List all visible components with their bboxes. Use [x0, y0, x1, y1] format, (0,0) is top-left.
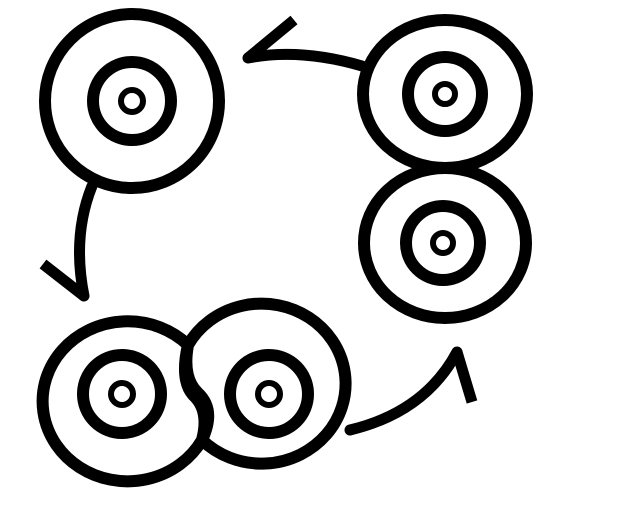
pinched-cells-icon: [36, 297, 352, 488]
cell-icon: [39, 8, 225, 194]
two-cells-icon: [357, 14, 533, 324]
dividing-cell-stage: [36, 297, 352, 488]
single-cell-stage: [39, 8, 225, 194]
daughter-cells-stage: [357, 14, 533, 324]
arrow-icon: [242, 15, 368, 72]
arrow-icon: [39, 180, 98, 302]
arrow-icon: [344, 346, 478, 436]
